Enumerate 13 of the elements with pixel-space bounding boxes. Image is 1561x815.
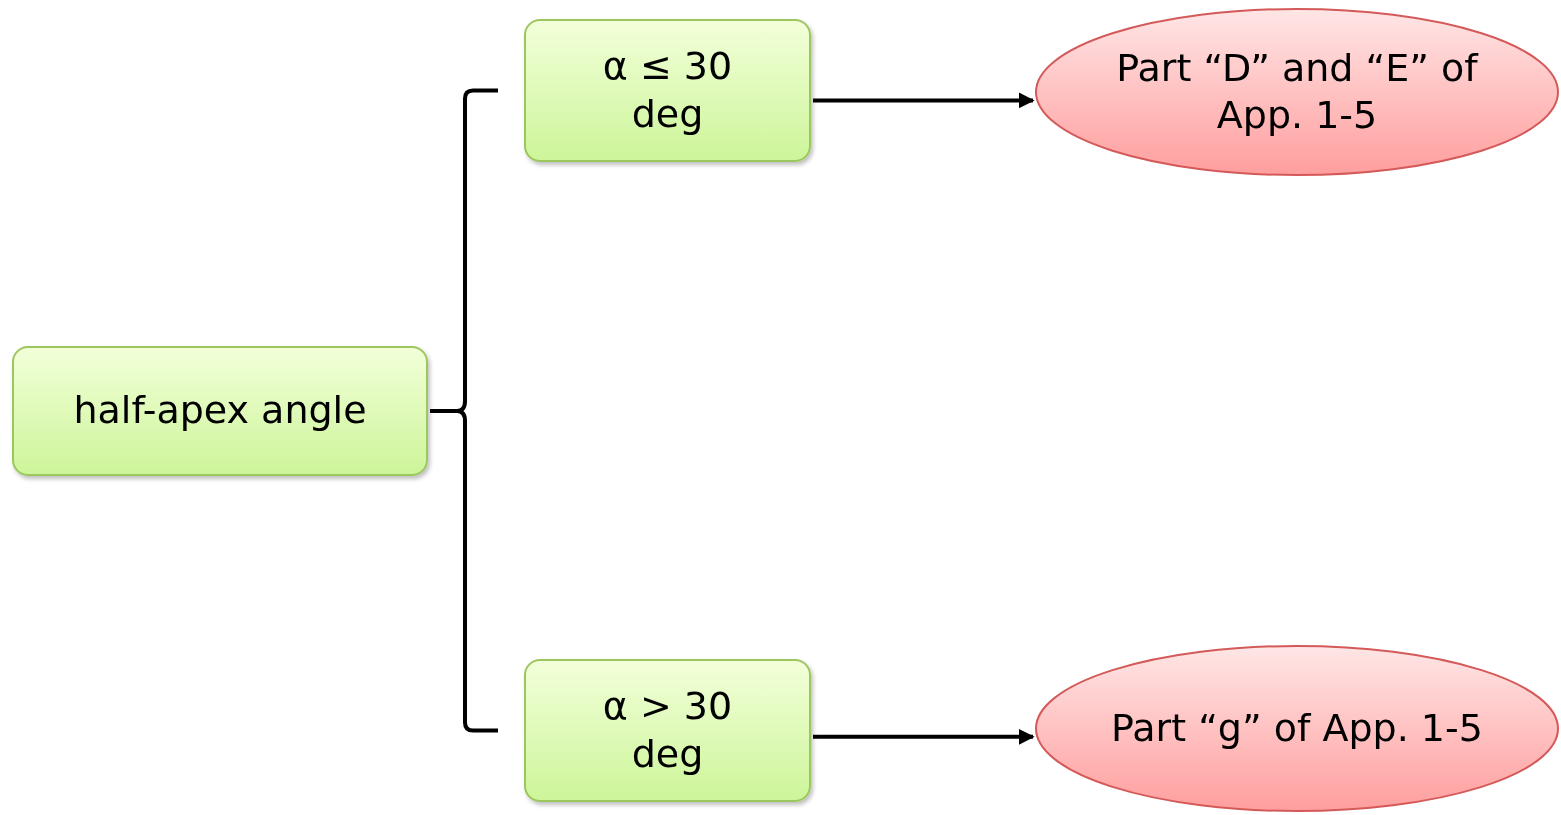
arrow [813, 92, 1035, 109]
result-ellipse [1035, 8, 1559, 176]
node-label: half-apex angle [72, 387, 368, 435]
node-label: α ≤ 30 deg [601, 43, 734, 138]
node-label: Part “g” of App. 1-5 [1110, 704, 1484, 752]
arrow [813, 728, 1035, 745]
node-label: Part “D” and “E” of App. 1-5 [1115, 44, 1480, 139]
condition-box [524, 19, 811, 162]
result-ellipse [1035, 645, 1559, 812]
node-label: α > 30 deg [601, 683, 734, 778]
condition-box [524, 659, 811, 802]
bracket-line [430, 409, 498, 733]
condition-box [12, 346, 428, 476]
